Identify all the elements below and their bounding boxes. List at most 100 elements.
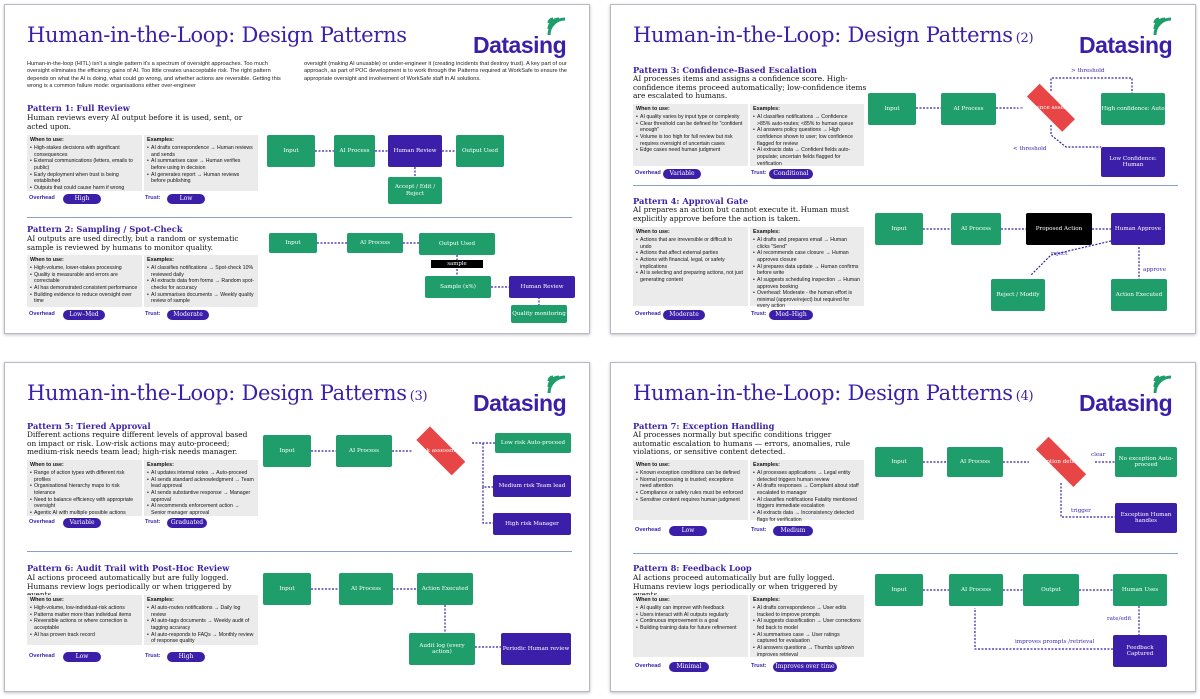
examples-box: Examples: AI classifies notifications → … bbox=[144, 255, 258, 307]
flow-human-approve-node: Human Approve bbox=[1111, 213, 1165, 245]
datasing-logo: Datasing bbox=[473, 17, 569, 59]
trust-label: Trust: bbox=[145, 653, 161, 659]
flow-action-executed-node: Action Executed bbox=[417, 573, 473, 605]
pattern-title: Pattern 1: Full Review bbox=[27, 103, 130, 113]
slide-4: Human-in-the-Loop: Design Patterns(4) Da… bbox=[610, 362, 1196, 692]
bullet-item: AI auto-tags documents → Weekly audit of… bbox=[147, 618, 255, 631]
overhead-pill: High bbox=[63, 194, 101, 204]
bullet-item: Patterns matter more than individual ite… bbox=[30, 612, 139, 619]
bullet-item: AI extracts data → Inconsistency detecte… bbox=[753, 510, 861, 523]
bullet-item: Normal processing is trusted; exceptions… bbox=[636, 477, 745, 490]
pattern-description: AI prepares an action but cannot execute… bbox=[633, 205, 849, 223]
bullet-item: Users interact with AI outputs regularly bbox=[636, 612, 745, 619]
separator bbox=[27, 551, 572, 552]
slide-3: Human-in-the-Loop: Design Patterns(3) Da… bbox=[4, 362, 590, 692]
flow-input-node: Input bbox=[868, 93, 916, 125]
slide-2: Human-in-the-Loop: Design Patterns(2) Da… bbox=[610, 4, 1196, 334]
pattern-description: AI actions proceed automatically but are… bbox=[633, 573, 838, 599]
examples-box: Examples: AI classifies notifications → … bbox=[750, 104, 864, 167]
bullet-item: AI summarises case → Human verifies befo… bbox=[147, 158, 255, 171]
bullet-item: AI classifies notifications → Spot-check… bbox=[147, 265, 255, 278]
pattern-description: AI processes items and assigns a confide… bbox=[633, 74, 867, 101]
examples-box: Examples: AI drafts correspondence → Hum… bbox=[144, 135, 258, 191]
bullet-item: AI processes applications → Legal entity… bbox=[753, 470, 861, 483]
bullet-item: AI summarises case → User ratings captur… bbox=[753, 632, 861, 645]
examples-box: Examples: AI drafts and prepares email →… bbox=[750, 227, 864, 309]
when-to-use-box: When to use: Actions that are irreversib… bbox=[633, 227, 748, 306]
bullet-item: Compliance or safety rules must be enfor… bbox=[636, 490, 745, 497]
trust-label: Trust: bbox=[751, 311, 767, 317]
bullet-item: Need to balance efficiency with appropri… bbox=[30, 497, 139, 510]
bullet-item: AI prepares data update → Human confirms… bbox=[753, 264, 861, 277]
bullet-item: Edge cases need human judgment bbox=[636, 147, 745, 154]
bullet-item: Outputs that could cause harm if wrong bbox=[30, 185, 139, 192]
flow-ai-process-node: AI Process bbox=[347, 233, 403, 253]
when-to-use-box: When to use: AI quality varies by input … bbox=[633, 104, 748, 166]
overhead-pill: Low bbox=[63, 652, 101, 662]
trust-pill: Graduated bbox=[167, 518, 207, 528]
trust-label: Trust: bbox=[751, 527, 767, 533]
bullet-item: AI drafts correspondence → Human reviews… bbox=[147, 145, 255, 158]
bullet-item: AI quality can improve with feedback bbox=[636, 605, 745, 612]
pattern-title: Pattern 6: Audit Trail with Post-Hoc Rev… bbox=[27, 563, 230, 573]
bullet-item: AI answers policy questions → High confi… bbox=[753, 127, 861, 147]
bullet-item: AI auto-routes notifications → Daily log… bbox=[147, 605, 255, 618]
flow-feedback-node: Feedback Captured bbox=[1113, 635, 1167, 667]
approve-label: approve bbox=[1143, 267, 1167, 273]
bullet-item: High-stakes decisions with significant c… bbox=[30, 145, 139, 158]
exception-decision-node: Exception detection bbox=[1023, 441, 1099, 483]
flow-human-review-node: Human Review bbox=[388, 135, 442, 167]
datasing-logo: Datasing bbox=[1079, 375, 1175, 417]
intro-text: Human-in-the-loop (HITL) isn't a single … bbox=[27, 61, 567, 89]
bullet-item: Reversible actions or where correction i… bbox=[30, 618, 139, 631]
trust-label: Trust: bbox=[145, 519, 161, 525]
flow-input-node: Input bbox=[267, 135, 315, 167]
above-threshold-label: > threshold bbox=[1071, 68, 1105, 74]
trust-label: Trust: bbox=[145, 195, 161, 201]
bullet-item: AI updates internal notes → Auto-proceed bbox=[147, 470, 255, 477]
trust-pill: High bbox=[167, 652, 205, 662]
trust-label: Trust: bbox=[145, 311, 161, 317]
flow-low-confidence-node: Low Confidence: Human bbox=[1101, 147, 1165, 177]
slide-title: Human-in-the-Loop: Design Patterns(2) bbox=[633, 23, 1034, 47]
flow-human-review-node: Human Review bbox=[509, 276, 575, 298]
flow-periodic-review-node: Periodic Human review bbox=[501, 633, 571, 665]
pattern-title: Pattern 3: Confidence-Based Escalation bbox=[633, 65, 817, 75]
slide-1: Human-in-the-Loop: Design Patterns Datas… bbox=[4, 4, 590, 334]
bullet-item: Known exception conditions can be define… bbox=[636, 470, 745, 477]
when-to-use-box: When to use: Known exception conditions … bbox=[633, 460, 748, 520]
when-to-use-box: When to use: High-stakes decisions with … bbox=[27, 135, 142, 191]
bullet-item: AI has proven track record bbox=[30, 632, 139, 639]
flow-sample-node: Sample (x%) bbox=[425, 276, 491, 298]
slide-title: Human-in-the-Loop: Design Patterns(3) bbox=[27, 381, 428, 405]
overhead-label: Overhead bbox=[29, 195, 55, 201]
sample-tag: sample bbox=[431, 260, 483, 268]
trust-pill: Medium bbox=[773, 526, 813, 536]
flow-input-node: Input bbox=[269, 233, 317, 253]
overhead-label: Overhead bbox=[635, 311, 661, 317]
pattern-description: Human reviews every AI output before it … bbox=[27, 113, 243, 131]
bullet-item: AI summarises documents → Weekly quality… bbox=[147, 292, 255, 305]
trust-pill: Med–High bbox=[769, 310, 813, 320]
signal-icon bbox=[1153, 375, 1172, 394]
bullet-item: AI drafts correspondence → User edits tr… bbox=[753, 605, 861, 618]
flow-ai-process-node: AI Process bbox=[336, 435, 392, 467]
slide-title: Human-in-the-Loop: Design Patterns bbox=[27, 23, 407, 47]
examples-box: Examples: AI updates internal notes → Au… bbox=[144, 460, 258, 516]
flow-ai-process-node: AI Process bbox=[334, 135, 375, 167]
overhead-label: Overhead bbox=[29, 653, 55, 659]
confidence-decision-node: Confidence assessment bbox=[1015, 87, 1087, 129]
bullet-item: Actions that affect external parties bbox=[636, 250, 745, 257]
flow-ai-process-node: AI Process bbox=[951, 213, 1001, 245]
trust-pill: Moderate bbox=[167, 310, 209, 320]
separator bbox=[633, 185, 1178, 186]
improves-label: improves prompts /retrieval bbox=[1015, 639, 1095, 645]
overhead-pill: Low–Med bbox=[63, 310, 105, 320]
trust-label: Trust: bbox=[751, 170, 767, 176]
examples-box: Examples: AI drafts correspondence → Use… bbox=[750, 595, 864, 658]
rate-edit-label: rate/edit bbox=[1107, 616, 1132, 622]
bullet-item: AI classifies notifications → Confidence… bbox=[753, 114, 861, 127]
datasing-logo: Datasing bbox=[1079, 17, 1175, 59]
trust-label: Trust: bbox=[751, 663, 767, 669]
pattern-title: Pattern 2: Sampling / Spot-Check bbox=[27, 224, 183, 234]
